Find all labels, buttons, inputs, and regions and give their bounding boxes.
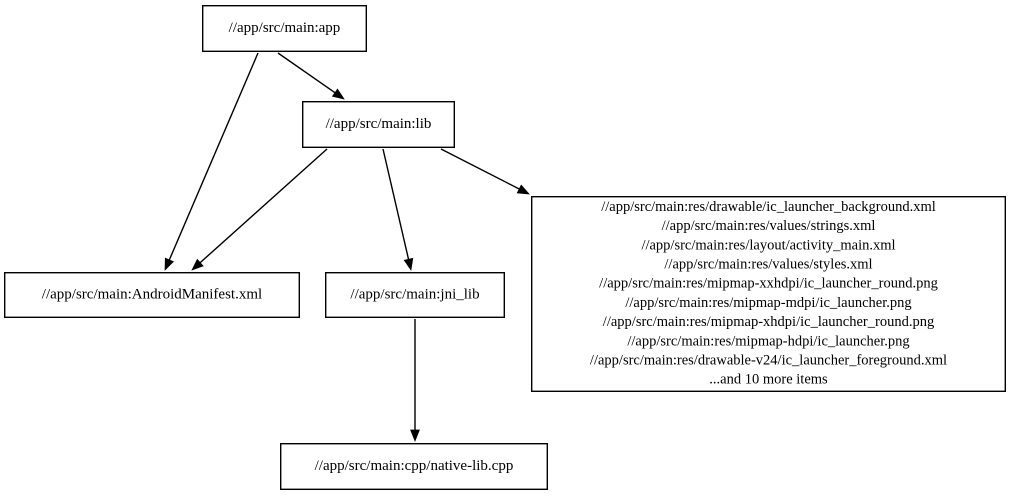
graph-node-manifest[interactable]: //app/src/main:AndroidManifest.xml	[3, 272, 301, 319]
edge-line	[277, 52, 336, 94]
arrowhead-icon	[516, 184, 530, 195]
edges-layer	[164, 52, 530, 442]
node-label-line: ...and 10 more items	[709, 372, 828, 388]
arrowhead-icon	[191, 258, 204, 271]
arrowhead-icon	[164, 257, 174, 271]
node-box[interactable]	[201, 4, 368, 52]
node-label-line: //app/src/main:res/drawable-v24/ic_launc…	[590, 353, 947, 369]
node-label-line: //app/src/main:res/layout/activity_main.…	[641, 237, 895, 253]
edge-line	[440, 148, 520, 190]
graph-edge-lib-to-res-group	[440, 148, 530, 195]
node-label-line: //app/src/main:res/drawable/ic_launcher_…	[601, 199, 936, 215]
node-label-line: //app/src/main:res/values/styles.xml	[664, 257, 872, 273]
graph-node-res_group[interactable]: //app/src/main:res/drawable/ic_launcher_…	[531, 195, 1007, 393]
graph-node-lib[interactable]: //app/src/main:lib	[302, 100, 456, 148]
arrowhead-icon	[403, 257, 414, 271]
node-label-line: //app/src/main:res/mipmap-xhdpi/ic_launc…	[603, 314, 934, 330]
node-label-line: //app/src/main:res/mipmap-xxhdpi/ic_laun…	[599, 276, 938, 292]
graph-edge-lib-to-jni-lib	[382, 148, 414, 271]
nodes-layer: //app/src/main:app //app/src/main:lib //ap…	[3, 4, 1007, 491]
edge-line	[199, 148, 328, 264]
node-label-line: //app/src/main:lib	[326, 116, 432, 132]
node-box[interactable]	[302, 100, 456, 148]
graph-edge-jni-lib-to-native-lib	[410, 319, 420, 442]
node-box[interactable]	[280, 443, 549, 491]
node-box[interactable]	[3, 272, 301, 319]
edge-line	[168, 52, 259, 261]
node-box[interactable]	[325, 272, 506, 319]
graph-edge-app-to-manifest	[164, 52, 259, 271]
node-label-line: //app/src/main:app	[229, 20, 341, 36]
node-label-line: //app/src/main:res/mipmap-mdpi/ic_launch…	[625, 295, 911, 311]
node-label-line: //app/src/main:res/mipmap-hdpi/ic_launch…	[627, 333, 909, 349]
graph-node-jni_lib[interactable]: //app/src/main:jni_lib	[325, 272, 506, 319]
node-box[interactable]	[531, 195, 1007, 393]
node-label-line: //app/src/main:res/values/strings.xml	[662, 218, 876, 234]
graph-edge-app-to-lib	[277, 52, 345, 100]
edge-line	[382, 148, 410, 260]
graph-node-native_lib[interactable]: //app/src/main:cpp/native-lib.cpp	[280, 443, 549, 491]
node-label-line: //app/src/main:jni_lib	[350, 286, 479, 302]
arrowhead-icon	[410, 429, 420, 442]
arrowhead-icon	[331, 88, 345, 100]
graph-edge-lib-to-manifest	[191, 148, 328, 271]
node-label-line: //app/src/main:AndroidManifest.xml	[42, 286, 262, 302]
graph-node-app[interactable]: //app/src/main:app	[201, 4, 368, 52]
node-label-line: //app/src/main:cpp/native-lib.cpp	[315, 458, 514, 474]
